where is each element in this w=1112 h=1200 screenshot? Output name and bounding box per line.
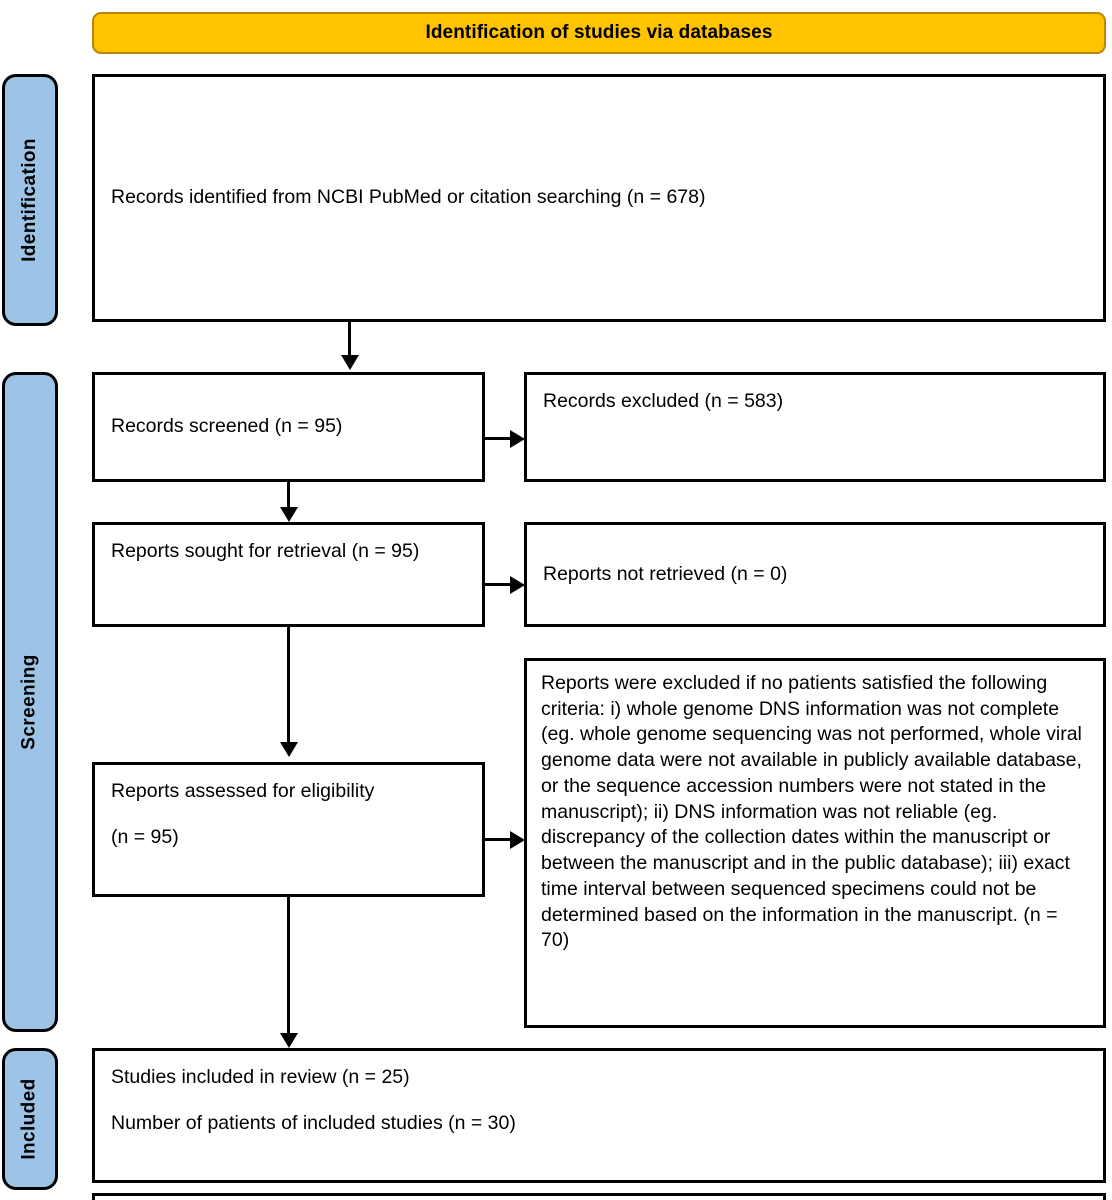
- box-records-identified: Records identified from NCBI PubMed or c…: [92, 74, 1106, 322]
- box-studies-included-patients: Number of patients of included studies (…: [111, 1111, 516, 1134]
- arrowhead-sought-to-assessed: [280, 742, 298, 757]
- arrowhead-identified-to-screened: [341, 355, 359, 370]
- connector-assessed-to-included: [287, 897, 290, 1037]
- box-records-identified-text: Records identified from NCBI PubMed or c…: [111, 186, 706, 209]
- arrowhead-assessed-to-excluded-reasons: [510, 831, 525, 849]
- arrowhead-assessed-to-included: [280, 1033, 298, 1048]
- phase-tab-included: Included: [2, 1048, 58, 1190]
- arrowhead-screened-to-excluded: [510, 430, 525, 448]
- arrowhead-sought-to-not-retrieved: [510, 576, 525, 594]
- connector-sought-to-not-retrieved: [485, 583, 515, 586]
- box-records-excluded: Records excluded (n = 583): [524, 372, 1106, 482]
- phase-tab-identification-label: Identification: [19, 138, 41, 262]
- connector-assessed-to-excluded-reasons: [485, 838, 515, 841]
- box-records-screened: Records screened (n = 95): [92, 372, 485, 482]
- phase-tab-screening-label: Screening: [19, 654, 40, 750]
- arrowhead-screened-to-sought: [280, 507, 298, 522]
- box-reports-excluded-reasons: Reports were excluded if no patients sat…: [524, 658, 1106, 1028]
- box-reports-sought-text: Reports sought for retrieval (n = 95): [111, 540, 420, 562]
- box-reports-sought: Reports sought for retrieval (n = 95): [92, 522, 485, 627]
- box-reports-assessed: Reports assessed for eligibility (n = 95…: [92, 762, 485, 897]
- box-reports-excluded-reasons-text: Reports were excluded if no patients sat…: [541, 672, 1082, 952]
- box-reports-assessed-title: Reports assessed for eligibility: [111, 780, 375, 802]
- stage-banner-identification: Identification of studies via databases: [92, 12, 1106, 54]
- box-reports-not-retrieved-text: Reports not retrieved (n = 0): [543, 562, 788, 585]
- phase-tab-included-label: Included: [19, 1078, 41, 1160]
- box-reports-not-retrieved: Reports not retrieved (n = 0): [524, 522, 1106, 627]
- box-reports-assessed-count: (n = 95): [111, 825, 179, 848]
- connector-screened-to-sought: [287, 482, 290, 514]
- box-records-screened-text: Records screened (n = 95): [111, 415, 343, 438]
- connector-identified-to-screened: [348, 322, 351, 362]
- connector-sought-to-assessed: [287, 627, 290, 749]
- box-studies-included-review: Studies included in review (n = 25): [111, 1066, 410, 1088]
- box-studies-included: Studies included in review (n = 25) Numb…: [92, 1048, 1106, 1183]
- connector-screened-to-excluded: [485, 437, 515, 440]
- phase-tab-screening: Screening: [2, 372, 58, 1032]
- box-records-excluded-text: Records excluded (n = 583): [543, 390, 784, 412]
- phase-tab-identification: Identification: [2, 74, 58, 326]
- box-next-clipped: [92, 1193, 1106, 1200]
